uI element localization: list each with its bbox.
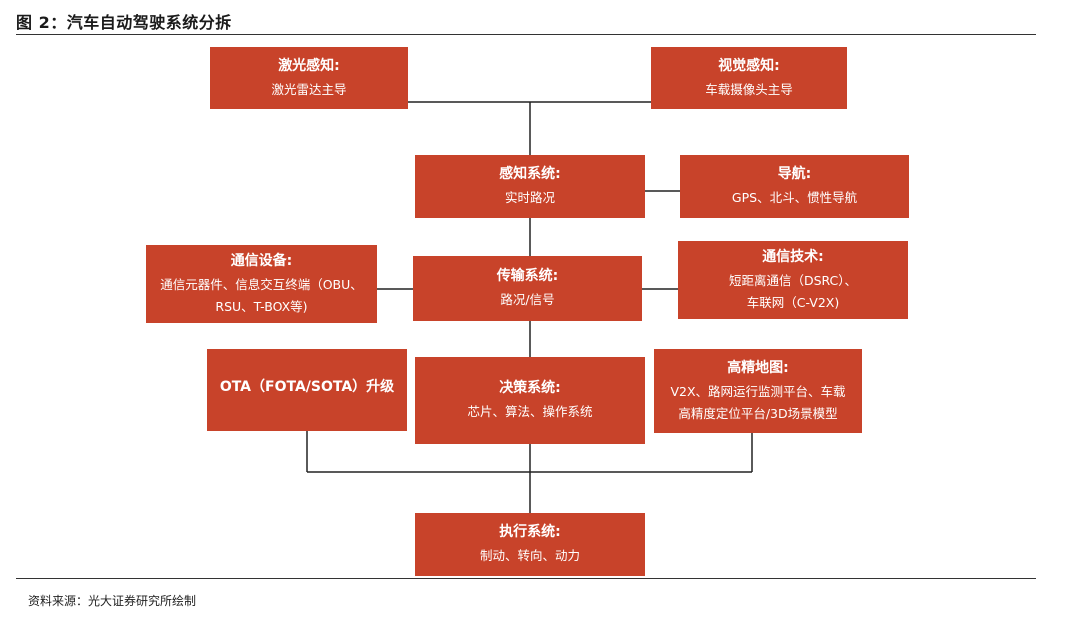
- node-desc: 车载摄像头主导: [705, 81, 793, 97]
- node-communication-tech: 通信技术: 短距离通信（DSRC）、 车联网（C-V2X): [678, 241, 908, 319]
- node-navigation: 导航: GPS、北斗、惯性导航: [680, 155, 909, 218]
- node-title: 决策系统:: [499, 380, 561, 396]
- node-perception-system: 感知系统: 实时路况: [415, 155, 645, 218]
- node-laser-perception: 激光感知: 激光雷达主导: [210, 47, 408, 109]
- node-title: 传输系统:: [496, 268, 559, 284]
- node-ota-upgrade: OTA（FOTA/SOTA）升级: [207, 349, 407, 431]
- node-title: 激光感知:: [278, 57, 340, 74]
- node-title: 视觉感知:: [718, 57, 780, 74]
- node-desc: 实时路况: [504, 190, 555, 205]
- source-note: 资料来源：光大证券研究所绘制: [28, 594, 197, 608]
- node-desc: 制动、转向、动力: [479, 548, 580, 563]
- node-vision-perception: 视觉感知: 车载摄像头主导: [651, 47, 847, 109]
- node-desc-line1: 短距离通信（DSRC）、: [728, 272, 858, 288]
- node-desc: 路况/信号: [500, 292, 555, 307]
- node-title: 感知系统:: [499, 166, 561, 182]
- node-title: 通信技术:: [762, 248, 824, 265]
- node-desc-line1: 通信元器件、信息交互终端（OBU、: [160, 276, 363, 292]
- node-title: 执行系统:: [499, 524, 561, 540]
- node-hd-map: 高精地图: V2X、路网运行监测平台、车载 高精度定位平台/3D场景模型: [654, 349, 862, 433]
- node-desc: GPS、北斗、惯性导航: [731, 190, 858, 205]
- node-transmission-system: 传输系统: 路况/信号: [413, 256, 642, 321]
- top-rule: [16, 34, 1036, 35]
- node-desc-line2: 车联网（C-V2X): [746, 294, 840, 310]
- figure-title: 图 2：汽车自动驾驶系统分拆: [16, 13, 232, 32]
- node-desc: 芯片、算法、操作系统: [467, 404, 593, 419]
- node-communication-device: 通信设备: 通信元器件、信息交互终端（OBU、 RSU、T-BOX等): [146, 245, 377, 323]
- node-desc-line1: V2X、路网运行监测平台、车载: [670, 383, 846, 399]
- node-desc-line2: RSU、T-BOX等): [215, 298, 308, 314]
- node-title: OTA（FOTA/SOTA）升级: [219, 379, 395, 395]
- node-decision-system: 决策系统: 芯片、算法、操作系统: [415, 357, 645, 444]
- bottom-rule: [16, 578, 1036, 579]
- node-desc-line2: 高精度定位平台/3D场景模型: [678, 405, 838, 421]
- node-execution-system: 执行系统: 制动、转向、动力: [415, 513, 645, 576]
- node-desc: 激光雷达主导: [271, 81, 347, 97]
- node-title: 通信设备:: [230, 252, 293, 269]
- node-title: 高精地图:: [727, 359, 789, 376]
- node-title: 导航:: [777, 166, 812, 182]
